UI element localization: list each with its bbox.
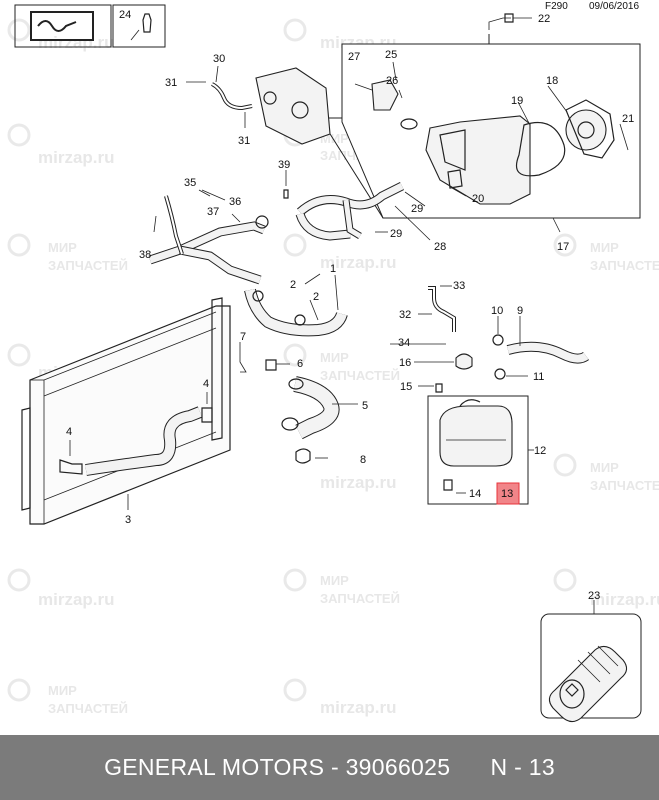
part-number: 39066025 <box>345 754 451 780</box>
tube-icon <box>142 13 152 33</box>
callout-19: 19 <box>511 95 523 107</box>
callout-2: 2 <box>290 279 296 291</box>
item-23-box: 23 <box>540 590 642 723</box>
clamp <box>59 459 83 475</box>
callout-31: 31 <box>238 135 250 147</box>
callout-21: 21 <box>622 113 634 125</box>
callout-29: 29 <box>390 228 402 240</box>
callout-31: 31 <box>165 77 177 89</box>
diagram-position: N - 13 <box>490 754 555 780</box>
callout-28: 28 <box>434 241 446 253</box>
callout-35: 35 <box>184 177 196 189</box>
callout-30: 30 <box>213 53 225 65</box>
expansion-tank <box>439 405 513 467</box>
callout-33: 33 <box>453 280 465 292</box>
watermark-brand: ЗАПЧАСТЕЙ <box>590 258 659 273</box>
watermark-site: mirzap.ru <box>38 148 115 167</box>
callout-22: 22 <box>538 13 550 25</box>
callout-2: 2 <box>313 291 319 303</box>
watermark-site: mirzap.ru <box>320 253 397 272</box>
footer-separator: - <box>324 754 346 780</box>
dust-boot <box>548 645 628 723</box>
callout-18: 18 <box>546 75 558 87</box>
water-pump-group: 22 25 27 26 18 19 21 20 17 <box>319 13 641 253</box>
callout-36: 36 <box>229 196 241 208</box>
watermark-brand: МИР <box>590 240 619 255</box>
bolt-icon <box>504 13 514 23</box>
callout-8: 8 <box>360 454 366 466</box>
callout-9: 9 <box>517 305 523 317</box>
bypass-hose-group: 7 6 5 8 <box>239 331 368 466</box>
watermark-site: mirzap.ru <box>38 590 115 609</box>
tool-icon-box <box>14 4 112 48</box>
seal <box>447 169 463 189</box>
callout-6: 6 <box>297 358 303 370</box>
part-info-bar: GENERAL MOTORS - 39066025 N - 13 <box>0 735 659 800</box>
watermark-site: mirzap.ru <box>38 33 115 52</box>
upper-hose-group: 39 29 29 28 <box>278 159 446 253</box>
pipe-assembly-group: 35 36 37 38 1 2 2 <box>139 177 348 337</box>
watermark-logo <box>7 18 577 702</box>
callout-14: 14 <box>469 488 481 500</box>
callout-39: 39 <box>278 159 290 171</box>
callout-34: 34 <box>398 337 410 349</box>
brand-name: GENERAL MOTORS <box>104 754 325 780</box>
watermark-brand: МИР <box>320 350 349 365</box>
watermark-brand: МИР <box>48 240 77 255</box>
callout-7: 7 <box>240 331 246 343</box>
callout-13[interactable]: 13 <box>501 488 513 500</box>
callout-5: 5 <box>362 400 368 412</box>
pump-housing <box>425 115 531 205</box>
watermark-site: mirzap.ru <box>590 590 659 609</box>
callout-23: 23 <box>588 590 600 602</box>
water-pump <box>565 109 607 151</box>
callout-29: 29 <box>411 203 423 215</box>
callout-15: 15 <box>400 381 412 393</box>
callout-26: 26 <box>386 75 398 87</box>
radiator-group: 4 4 3 <box>21 297 231 526</box>
watermark-brand: ЗАПЧАСТЕЙ <box>48 258 128 273</box>
thermostat <box>371 79 399 111</box>
callout-24: 24 <box>119 9 131 21</box>
watermark-brand: ЗАПЧАСТЕЙ <box>320 368 400 383</box>
highlight-box <box>496 482 520 505</box>
callout-27: 27 <box>348 51 360 63</box>
watermark-site: mirzap.ru <box>320 698 397 717</box>
callout-3: 3 <box>125 514 131 526</box>
callout-17: 17 <box>557 241 569 253</box>
callout-32: 32 <box>399 309 411 321</box>
gasket <box>515 121 566 177</box>
callout-25: 25 <box>385 49 397 61</box>
hose-clamp <box>295 448 311 464</box>
callout-16: 16 <box>399 357 411 369</box>
item-24-box: 24 <box>112 4 166 48</box>
callout-37: 37 <box>207 206 219 218</box>
o-ring <box>400 118 418 130</box>
outlet-housing-group: 30 31 31 <box>165 53 331 147</box>
diagram-code: F290 <box>545 1 568 12</box>
diagram-date: 09/06/2016 <box>589 1 639 12</box>
callout-1: 1 <box>330 263 336 275</box>
wrench-icon <box>37 20 77 32</box>
callout-4: 4 <box>66 426 72 438</box>
callout-4: 4 <box>203 378 209 390</box>
watermark-brand: МИР <box>590 460 619 475</box>
radiator <box>29 305 231 525</box>
callout-11: 11 <box>533 371 544 383</box>
callout-12: 12 <box>534 445 546 457</box>
footer-gap <box>450 754 490 781</box>
watermark-brand: ЗАПЧАСТЕЙ <box>48 701 128 716</box>
callout-10: 10 <box>491 305 503 317</box>
parts-diagram: mirzap.ru mirzap.ru mirzap.ru МИР ЗАПЧАС… <box>7 1 659 723</box>
watermark-brand: ЗАПЧАСТЕЙ <box>320 591 400 606</box>
callout-38: 38 <box>139 249 151 261</box>
watermark-brand: ЗАПЧАСТЕЙ <box>590 478 659 493</box>
callout-20: 20 <box>472 193 484 205</box>
watermark-brand: МИР <box>48 683 77 698</box>
tank-cap <box>455 353 473 370</box>
watermark-site: mirzap.ru <box>320 473 397 492</box>
watermark-brand: МИР <box>320 573 349 588</box>
expansion-tank-group: 33 32 34 16 15 10 9 11 12 14 13 <box>390 280 589 505</box>
